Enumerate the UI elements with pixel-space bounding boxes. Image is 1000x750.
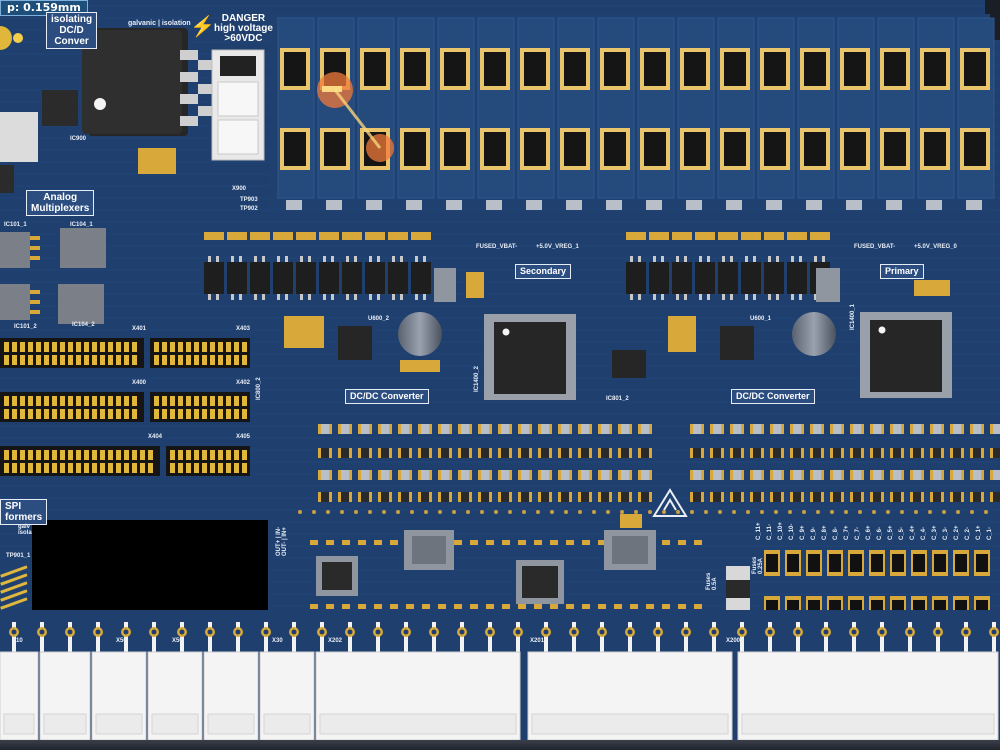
cell-tap-label: C_5+ xyxy=(888,525,894,540)
cell-tap-label: C_2+ xyxy=(954,525,960,540)
cell-tap-label: C_11- xyxy=(767,523,773,540)
out-in-label: OUT+ | IN- OUT- | IN+ xyxy=(276,526,288,556)
fused-vbat-left: FUSED_VBAT- xyxy=(476,244,518,250)
refdes-ic104-1: IC104_1 xyxy=(70,222,93,228)
mounting-hole-pad xyxy=(0,26,12,50)
refdes-ic900: IC900 xyxy=(70,136,87,142)
danger-label: DANGER high voltage >60VDC xyxy=(214,13,273,44)
refdes-x403: X403 xyxy=(236,326,251,332)
galvanic-small-label: galv isola xyxy=(18,524,32,536)
refdes-ic1400-1: IC1400_1 xyxy=(850,303,856,330)
refdes-x201: X201 xyxy=(530,638,545,644)
refdes-x30: X30 xyxy=(272,638,283,644)
cell-tap-label: C_1+ xyxy=(976,525,982,540)
esd-warning-icon xyxy=(652,488,688,517)
refdes-ic800-2: IC800_2 xyxy=(256,377,262,400)
cell-tap-label: C_10- xyxy=(789,523,795,540)
refdes-ic104-2: IC104_2 xyxy=(72,322,95,328)
refdes-x402: X402 xyxy=(236,380,251,386)
cell-tap-label: C_6- xyxy=(877,526,883,540)
smd-resistor-rows xyxy=(298,424,1000,609)
redacted-area xyxy=(32,520,268,610)
ic-row-primary xyxy=(626,232,950,302)
pin-header-connectors xyxy=(0,338,250,610)
fuses-05a-label: Fuses 0.5A xyxy=(706,572,718,590)
qfp-primary xyxy=(860,312,952,398)
refdes-x401: X401 xyxy=(132,326,147,332)
cell-tap-label: C_5- xyxy=(899,526,905,540)
cell-tap-label: C_10+ xyxy=(778,522,784,540)
dcdc-label-left: DC/DC Converter xyxy=(345,389,429,404)
left-relay xyxy=(0,112,38,162)
analog-mux-label: Analog Multiplexers xyxy=(26,190,95,216)
vreg-right: +5.0V_VREG_0 xyxy=(914,244,957,250)
cell-tap-label: C_8- xyxy=(833,526,839,540)
refdes-ic1400-2: IC1400_2 xyxy=(474,365,480,392)
refdes-x10: X10 xyxy=(12,638,23,644)
refdes-u600-1: U600_1 xyxy=(750,316,772,322)
cell-tap-label: C_7- xyxy=(855,526,861,540)
refdes-u600-2: U600_2 xyxy=(368,316,390,322)
analog-mux-chips xyxy=(0,228,106,324)
cell-tap-label: C_3+ xyxy=(932,525,938,540)
dcdc-secondary xyxy=(284,312,442,372)
dcdc-primary xyxy=(612,312,836,378)
cell-tap-label: C_8+ xyxy=(822,525,828,540)
dcdc-label-right: DC/DC Converter xyxy=(731,389,815,404)
refdes-x400: X400 xyxy=(132,380,147,386)
refdes-x404: X404 xyxy=(148,434,163,440)
ic-row-secondary xyxy=(204,232,484,302)
refdes-ic801-2: IC801_2 xyxy=(606,396,629,402)
qfp-secondary xyxy=(484,314,576,400)
cell-tap-label: C_3- xyxy=(943,526,949,540)
isolating-dcdc-label: isolating DC/D Conver xyxy=(46,12,98,49)
refdes-ic101-1: IC101_1 xyxy=(4,222,27,228)
secondary-label: Secondary xyxy=(515,264,572,279)
connector-pins xyxy=(9,622,999,652)
cell-tap-label: C_6+ xyxy=(866,525,872,540)
cell-tap-label: C_9+ xyxy=(800,525,806,540)
ic900-chip xyxy=(42,90,78,126)
refdes-x200: X200 xyxy=(726,638,741,644)
measure-line xyxy=(333,89,382,149)
lower-ics xyxy=(316,514,750,610)
measure-tool-overlay[interactable] xyxy=(317,72,394,162)
lightning-icon: ⚡ xyxy=(190,16,215,38)
refdes-tp903: TP903 xyxy=(240,197,258,203)
cell-tap-label: C_7+ xyxy=(844,525,850,540)
cell-tap-label: C_4+ xyxy=(910,525,916,540)
refdes-tp901-1: TP901_1 xyxy=(6,553,31,559)
cell-tap-label: C_9- xyxy=(811,526,817,540)
balancing-resistor-array xyxy=(270,14,995,210)
isolating-dcdc-module-top xyxy=(82,30,182,134)
primary-label: Primary xyxy=(880,264,924,279)
cell-tap-label: C_4- xyxy=(921,526,927,540)
fuses-025a-label: Fuses 0.25A xyxy=(752,556,764,574)
refdes-x50a: X50 xyxy=(116,638,127,644)
refdes-x50b: X50 xyxy=(172,638,183,644)
pin1-marker-icon xyxy=(94,98,106,110)
cell-tap-label: C_11+ xyxy=(756,522,762,540)
cell-tap-label: C_1- xyxy=(987,526,993,540)
tantalum-cap xyxy=(138,148,176,174)
refdes-tp902: TP902 xyxy=(240,206,258,212)
refdes-x405: X405 xyxy=(236,434,251,440)
bottom-connectors xyxy=(0,651,999,741)
fused-vbat-right: FUSED_VBAT- xyxy=(854,244,896,250)
spi-transformers-label: SPI formers xyxy=(0,499,48,525)
vreg-left: +5.0V_VREG_1 xyxy=(536,244,579,250)
refdes-x202: X202 xyxy=(328,638,343,644)
cell-tap-label: C_2- xyxy=(965,526,971,540)
refdes-x900: X900 xyxy=(232,186,247,192)
galvanic-isolation-label: galvanic | isolation xyxy=(128,20,191,27)
refdes-ic101-2: IC101_2 xyxy=(14,324,37,330)
